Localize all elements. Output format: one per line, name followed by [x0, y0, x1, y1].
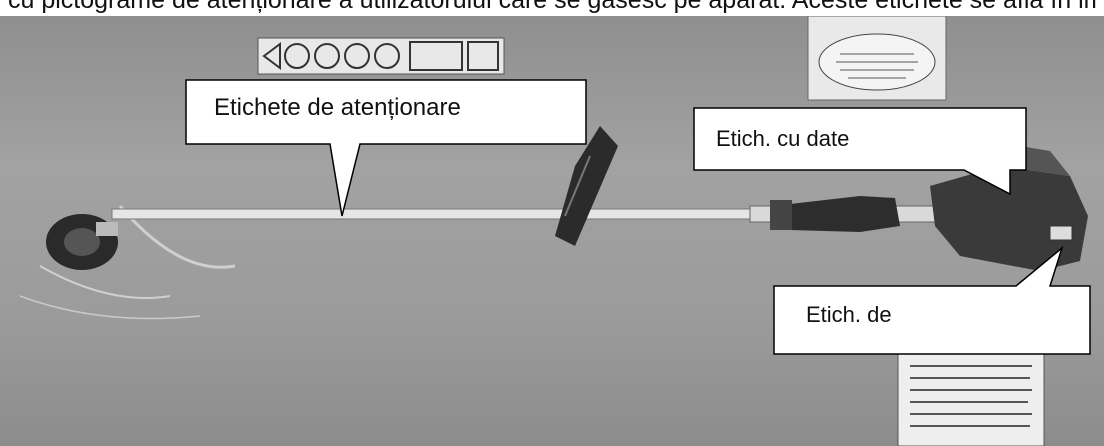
callout-warning-labels — [185, 79, 587, 217]
callout-data-label — [693, 107, 1027, 196]
warning-text-label-icon — [897, 343, 1045, 446]
trimmer-illustration — [19, 16, 1091, 446]
callout-other-label-text: Etich. de — [806, 302, 892, 327]
handle-icon — [555, 126, 618, 246]
data-sticker-icon — [807, 16, 947, 101]
callout-warning-labels-text: Etichete de atenționare — [214, 94, 461, 121]
callout-data-label-text: Etich. cu date — [716, 126, 850, 151]
trimmer-photo: Etichete de atenționare Etich. cu date E… — [0, 16, 1104, 446]
top-caption: cu pictograme de atenționare a utilizato… — [8, 0, 1098, 14]
callout-other-label — [773, 245, 1091, 355]
grip-icon — [770, 196, 900, 232]
trimmer-head-icon — [19, 205, 236, 320]
warning-pictograms-icon — [257, 37, 505, 75]
